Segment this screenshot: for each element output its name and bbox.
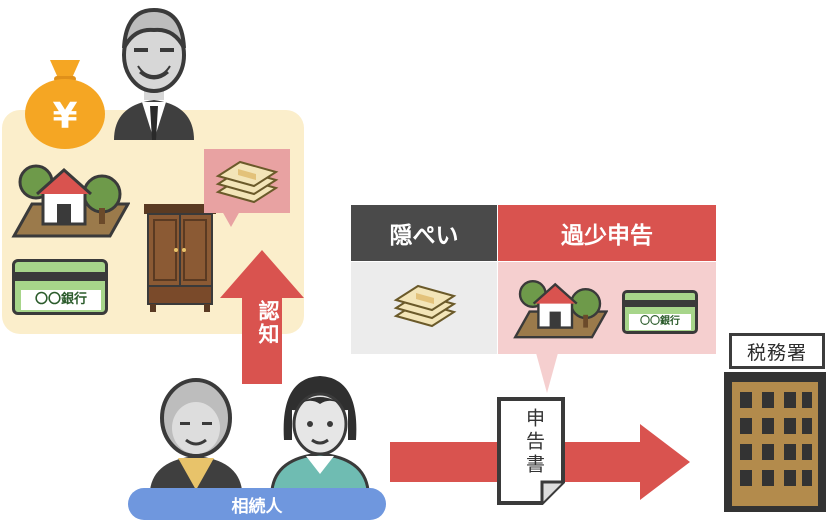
heirs-label: 相続人 — [128, 488, 386, 520]
cash-stack-icon — [215, 160, 279, 204]
tax-office-label: 税務署 — [729, 333, 825, 369]
heir-young-icon — [270, 376, 370, 490]
declared-bank-label: 〇〇銀行 — [629, 314, 691, 330]
heir-elder-icon — [150, 378, 242, 490]
declaration-label: 申告書 — [523, 408, 545, 477]
yen-symbol: ¥ — [52, 96, 77, 137]
declared-bank-card: 〇〇銀行 — [622, 290, 698, 334]
acknowledge-label: 認知 — [256, 300, 280, 346]
estate-bank-label: 〇〇銀行 — [21, 290, 101, 310]
declared-house-icon — [513, 280, 608, 339]
under-declaration-header: 過少申告 — [498, 205, 716, 261]
cash-bubble-tail — [222, 211, 240, 227]
under-declaration-tail — [536, 353, 558, 393]
money-bag-icon: ¥ — [25, 60, 105, 149]
estate-bank-card: 〇〇銀行 — [12, 259, 108, 315]
decedent-icon — [114, 7, 194, 140]
house-icon — [11, 164, 130, 238]
tax-office-building-icon — [724, 372, 826, 512]
acknowledge-arrow — [220, 250, 304, 384]
hiding-header: 隠ぺい — [351, 205, 497, 261]
hidden-cash-icon — [393, 284, 457, 328]
wardrobe-icon — [144, 204, 216, 312]
declaration-document-icon — [497, 397, 565, 505]
